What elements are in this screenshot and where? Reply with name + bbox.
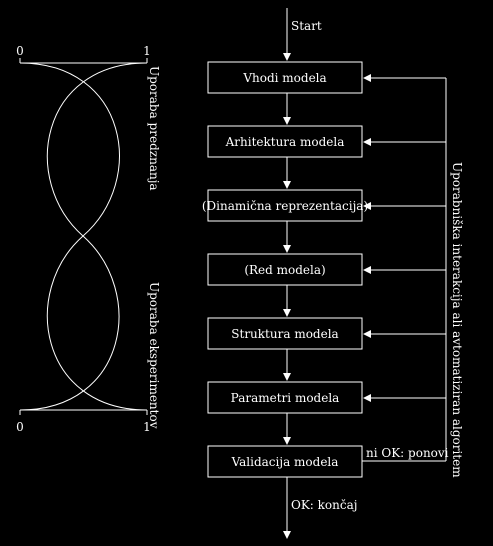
step-label-struktura: Struktura modela [231,327,338,341]
step-box-parametri [207,381,363,414]
step-box-red [207,253,363,286]
prior-knowledge-label: Uporaba predznanja [147,66,161,191]
step-box-vhodi [207,61,363,94]
step-label-red: (Red modela) [244,263,325,277]
prior-knowledge-curve [19,62,148,411]
step-label-parametri: Parametri modela [231,391,340,405]
bottom-right-tick: 1 [143,420,151,434]
retry-label: ni OK: ponovi [366,446,449,460]
end-label: OK: končaj [291,498,357,512]
step-label-vhodi: Vhodi modela [242,71,326,85]
top-right-tick: 1 [143,44,151,58]
experiments-label: Uporaba eksperimentov [147,282,161,429]
start-label: Start [291,19,322,33]
step-box-struktura [207,317,363,350]
tradeoff-panel: 0 1 0 1 Uporaba predznanja Uporaba ekspe… [16,44,161,434]
step-box-arhitektura [207,125,363,158]
step-label-arhitektura: Arhitektura modela [225,135,345,149]
step-label-validacija: Validacija modela [231,455,339,469]
feedback-label: Uporabniška interakcija ali avtomatizira… [450,162,464,478]
step-box-dinamicna [207,189,363,222]
bottom-left-tick: 0 [16,420,24,434]
step-label-dinamicna: (Dinamična reprezentacija) [202,199,368,213]
flowchart: Start Vhodi modela Arhitektura modela (D… [202,8,464,539]
top-left-tick: 0 [16,44,24,58]
experiments-curve [19,62,148,411]
